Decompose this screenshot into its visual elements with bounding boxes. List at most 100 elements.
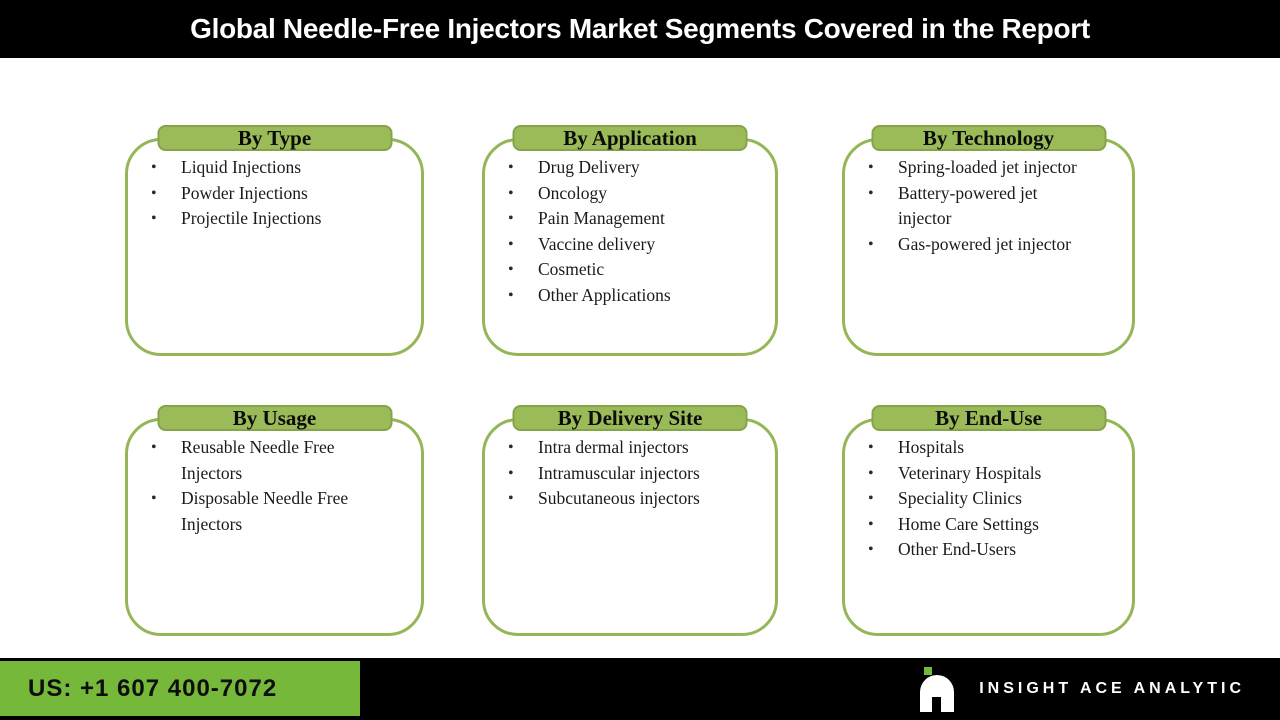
segment-item: • Battery-powered jet injector <box>845 181 1077 232</box>
footer-bar: US: +1 607 400-7072 INSIGHT ACE ANALYTIC <box>0 658 1280 720</box>
segment-item: • Disposable Needle Free Injectors <box>128 486 395 537</box>
segment-item-label: Oncology <box>538 182 608 203</box>
segment-box-by-end-use: By End-Use • Hospitals • Veterinary Hospita… <box>842 405 1135 636</box>
segment-item: • Other Applications <box>485 283 749 309</box>
segment-heading-tab: By Usage <box>157 405 392 431</box>
segment-item: • Projectile Injections <box>128 206 395 232</box>
segment-item-label: Battery-powered jet injector <box>898 182 1038 229</box>
segment-item-label: Other Applications <box>538 284 671 305</box>
segment-item-label: Subcutaneous injectors <box>538 488 700 508</box>
segment-item: • Cosmetic <box>485 257 749 283</box>
segment-item-label: Reusable Needle Free Injectors <box>181 437 335 483</box>
logo-letter-a <box>920 675 955 712</box>
bullet-icon: • <box>868 515 874 533</box>
segment-item: • Powder Injections <box>128 181 395 207</box>
segment-item-label: Home Care Settings <box>898 513 1039 534</box>
segment-item-label: Intra dermal injectors <box>538 437 689 457</box>
segment-item: • Subcutaneous injectors <box>485 486 749 512</box>
phone-chip: US: +1 607 400-7072 <box>0 661 360 716</box>
segment-item: • Hospitals <box>845 435 1077 461</box>
segment-item-label: Pain Management <box>538 208 665 228</box>
segment-box-by-usage: By Usage • Reusable Needle Free Injectors… <box>125 405 424 636</box>
segment-item: • Oncology <box>485 181 749 207</box>
phone-number: US: +1 607 400-7072 <box>28 674 278 702</box>
segment-list: • Intra dermal injectors • Intramuscular in… <box>485 435 775 512</box>
bullet-icon: • <box>508 286 514 304</box>
segment-box-by-type: By Type • Liquid Injections • Powder Inject… <box>125 125 424 356</box>
brand: INSIGHT ACE ANALYTIC <box>920 658 1245 720</box>
segment-list: •Drug Delivery•Oncology•Pain Management•… <box>485 155 775 308</box>
segment-heading: By Type <box>237 125 312 150</box>
segment-item: • Intramuscular injectors <box>485 461 749 487</box>
bullet-icon: • <box>151 159 157 176</box>
segment-item-label: Projectile Injections <box>181 208 322 228</box>
page-title: Global Needle-Free Injectors Market Segm… <box>190 13 1090 44</box>
bullet-icon: • <box>868 490 874 507</box>
bullet-icon: • <box>508 464 514 482</box>
logo-notch <box>932 697 942 712</box>
brand-logo-icon <box>920 664 956 714</box>
segment-box-by-delivery-site: By Delivery Site • Intra dermal injectors… <box>482 405 778 636</box>
segment-heading-tab: By Technology <box>871 125 1106 151</box>
segment-heading: By Technology <box>922 125 1055 150</box>
segment-heading: By Application <box>563 125 697 150</box>
segment-item-label: Spring-loaded jet injector <box>898 157 1077 177</box>
segment-heading: By End-Use <box>935 405 1042 430</box>
segment-item: • Liquid Injections <box>128 155 395 181</box>
segment-list: • Liquid Injections • Powder Injections • Pro… <box>128 155 421 232</box>
segment-item: • Veterinary Hospitals <box>845 461 1077 487</box>
bullet-icon: • <box>151 184 157 202</box>
segment-item: • Gas-powered jet injector <box>845 232 1077 258</box>
bullet-icon: • <box>868 464 874 482</box>
bullet-icon: • <box>508 159 514 176</box>
segment-heading: By Usage <box>232 405 317 430</box>
bullet-icon: • <box>868 235 874 253</box>
segment-item-label: Vaccine delivery <box>538 233 656 254</box>
bullet-icon: • <box>868 159 874 176</box>
segment-list: • Hospitals • Veterinary Hospitals • Speciali… <box>845 435 1132 563</box>
segment-item: • Home Care Settings <box>845 512 1077 538</box>
segment-box-by-application: By Application • Drug Delivery • Oncology • P… <box>482 125 778 356</box>
segment-item-label: Speciality Clinics <box>898 488 1022 508</box>
segment-item: •Vaccine delivery <box>485 232 749 258</box>
brand-name: INSIGHT ACE ANALYTIC <box>979 680 1245 697</box>
segment-item-label: Gas-powered jet injector <box>898 233 1071 254</box>
bullet-icon: • <box>868 439 874 456</box>
bullet-icon: • <box>151 439 157 456</box>
segment-item-label: Other End-Users <box>898 539 1017 559</box>
bullet-icon: • <box>151 490 157 507</box>
segment-heading-tab: By Type <box>157 125 392 151</box>
segment-list: • Reusable Needle Free Injectors • Disposab… <box>128 435 421 537</box>
segment-item: • Pain Management <box>485 206 749 232</box>
bullet-icon: • <box>508 261 514 278</box>
segment-list: • Spring-loaded jet injector • Battery-powe… <box>845 155 1132 257</box>
segment-item-label: Veterinary Hospitals <box>898 462 1042 483</box>
bullet-icon: • <box>508 210 514 227</box>
segment-heading: By Delivery Site <box>557 405 703 430</box>
segment-heading-tab: By End-Use <box>871 405 1106 431</box>
segment-item-label: Disposable Needle Free Injectors <box>181 488 349 534</box>
segment-box-by-technology: By Technology • Spring-loaded jet injecto… <box>842 125 1135 356</box>
segment-item: • Reusable Needle Free Injectors <box>128 435 395 486</box>
segment-item: • Speciality Clinics <box>845 486 1077 512</box>
segment-item: • Other End-Users <box>845 537 1077 563</box>
segment-item: • Drug Delivery <box>485 155 749 181</box>
segment-item-label: Drug Delivery <box>538 157 640 177</box>
bullet-icon: • <box>868 541 874 558</box>
bullet-icon: • <box>508 490 514 507</box>
logo-dot <box>924 667 933 675</box>
segment-item-label: Liquid Injections <box>181 157 302 177</box>
bullet-icon: • <box>508 439 514 456</box>
segment-heading-tab: By Delivery Site <box>512 405 748 431</box>
bullet-icon: • <box>151 210 157 227</box>
segment-item-label: Cosmetic <box>538 259 605 279</box>
title-bar: Global Needle-Free Injectors Market Segm… <box>0 0 1280 58</box>
segment-item: • Spring-loaded jet injector <box>845 155 1077 181</box>
bullet-icon: • <box>508 184 514 202</box>
segment-item-label: Hospitals <box>898 437 965 457</box>
segment-item: • Intra dermal injectors <box>485 435 749 461</box>
segment-item-label: Powder Injections <box>181 182 308 203</box>
segment-item-label: Intramuscular injectors <box>538 462 700 483</box>
bullet-icon: • <box>868 184 874 202</box>
